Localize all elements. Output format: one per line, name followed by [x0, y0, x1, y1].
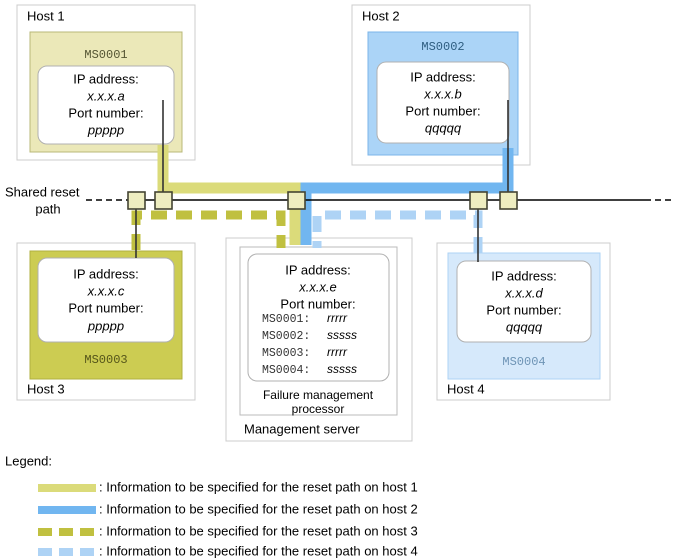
host-4-ms-label: MS0004 — [502, 355, 545, 369]
legend: Legend: : Information to be specified fo… — [5, 453, 418, 558]
legend-label-host2: : Information to be specified for the re… — [99, 501, 418, 516]
bus-connector-host3 — [127, 191, 146, 210]
management-server-ip-value: x.x.x.e — [298, 279, 337, 294]
port-row-2-value: rrrrr — [327, 345, 348, 359]
host-3-ip-value: x.x.x.c — [87, 283, 125, 298]
host-4-info-box — [456, 260, 592, 343]
bus-connector-host4 — [469, 191, 488, 210]
host-3-ip-caption: IP address: — [73, 266, 139, 281]
reset-path-host-3 — [131, 205, 286, 258]
host-1-port-caption: Port number: — [68, 105, 143, 120]
legend-title: Legend: — [5, 453, 52, 468]
management-server-ip-caption: IP address: — [285, 262, 351, 277]
legend-item-host3: : Information to be specified for the re… — [38, 523, 418, 538]
management-server-port-caption: Port number: — [280, 296, 355, 311]
port-row-3-ms: MS0004: — [262, 364, 310, 377]
bus-label-line2: path — [35, 201, 60, 216]
management-server-title: Management server — [244, 421, 360, 436]
host-3-info-box — [37, 257, 175, 343]
host-1-ms-label: MS0001 — [84, 48, 127, 62]
host-3-group: IP address: x.x.x.c Port number: ppppp M… — [16, 242, 196, 401]
port-row-1-ms: MS0002: — [262, 330, 310, 343]
shared-reset-path-label: Shared reset path — [5, 184, 80, 216]
legend-item-host1: : Information to be specified for the re… — [38, 479, 418, 494]
reset-path-host-4-band — [312, 210, 483, 253]
host-1-ip-value: x.x.x.a — [86, 88, 125, 103]
reset-path-host-3-band — [131, 210, 286, 250]
port-row-1-value: sssss — [327, 328, 357, 342]
port-row-3-value: sssss — [327, 362, 357, 376]
reset-path-host-4 — [312, 205, 483, 262]
failure-management-processor-line2: processor — [292, 402, 345, 416]
host-2-ip-caption: IP address: — [410, 69, 476, 84]
host-1-ip-caption: IP address: — [73, 71, 139, 86]
bus-label-line1: Shared reset — [5, 184, 80, 199]
legend-label-host1: : Information to be specified for the re… — [99, 479, 418, 494]
port-row-0-value: rrrrr — [327, 311, 348, 325]
host-1-port-value: ppppp — [87, 122, 124, 137]
host-2-ip-value: x.x.x.b — [423, 86, 462, 101]
host-1-info-box — [37, 65, 175, 145]
bus-connector-host1 — [154, 191, 173, 210]
host-1-group: Host 1 MS0001 IP address: x.x.x.a Port n… — [16, 4, 196, 161]
host-2-info-box — [376, 61, 510, 144]
port-row-0-ms: MS0001: — [262, 313, 310, 326]
failure-management-processor-line1: Failure management — [263, 388, 374, 402]
host-2-port-caption: Port number: — [405, 103, 480, 118]
management-server-port-row: MS0004: sssss — [262, 362, 357, 377]
management-server-group: IP address: x.x.x.e Port number: MS0001:… — [225, 237, 413, 442]
host-4-ip-caption: IP address: — [491, 268, 557, 283]
host-4-port-value: qqqqq — [506, 319, 543, 334]
host-2-ms-label: MS0002 — [421, 40, 464, 54]
host-4-ip-value: x.x.x.d — [504, 285, 543, 300]
bus-connector-management-server — [287, 191, 306, 210]
reset-path-host-2 — [300, 100, 514, 245]
management-server-port-row: MS0002: sssss — [262, 328, 357, 343]
host-4-port-caption: Port number: — [486, 302, 561, 317]
port-row-2-ms: MS0003: — [262, 347, 310, 360]
legend-item-host2: : Information to be specified for the re… — [38, 501, 418, 516]
bus-connector-host2 — [499, 191, 518, 210]
host-2-title: Host 2 — [362, 8, 400, 23]
reset-path-host-1 — [157, 100, 301, 245]
host-4-title: Host 4 — [447, 381, 485, 396]
management-server-port-row: MS0003: rrrrr — [262, 345, 348, 360]
management-server-info-box — [247, 253, 390, 382]
legend-label-host4: : Information to be specified for the re… — [99, 543, 418, 558]
management-server-port-row: MS0001: rrrrr — [262, 311, 348, 326]
bus-connectors — [127, 191, 518, 210]
host-3-title: Host 3 — [27, 381, 65, 396]
host-1-title: Host 1 — [27, 8, 65, 23]
host-2-group: Host 2 MS0002 IP address: x.x.x.b Port n… — [351, 4, 531, 166]
host-3-ms-label: MS0003 — [84, 353, 127, 367]
legend-label-host3: : Information to be specified for the re… — [99, 523, 418, 538]
host-4-group: IP address: x.x.x.d Port number: qqqqq M… — [436, 242, 611, 401]
host-3-port-caption: Port number: — [68, 300, 143, 315]
host-3-port-value: ppppp — [87, 318, 124, 333]
legend-item-host4: : Information to be specified for the re… — [38, 543, 418, 558]
host-2-port-value: qqqqq — [425, 120, 462, 135]
